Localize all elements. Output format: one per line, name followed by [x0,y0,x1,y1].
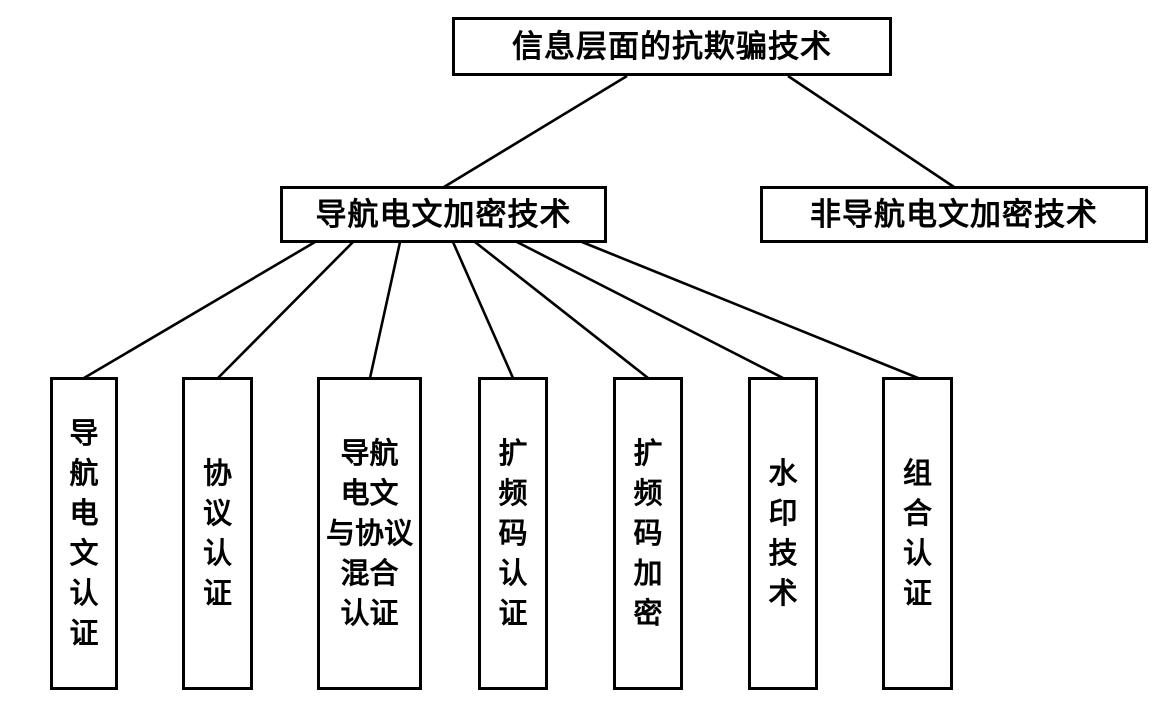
node-label: 组 合 认 证 [902,457,932,610]
node-nav-message-protocol-hybrid-authentication: 导航 电文 与协议 混合 认证 [317,377,422,690]
node-label: 非导航电文加密技术 [810,197,1098,232]
node-label: 扩 频 码 加 密 [633,437,663,630]
node-nav-message-authentication: 导 航 电 文 认 证 [50,377,118,690]
connector-root-to-non-nav-encryption [787,74,955,189]
node-label: 导航电文加密技术 [315,197,572,232]
node-non-nav-message-encryption: 非导航电文加密技术 [760,186,1148,243]
node-nav-message-encryption: 导航电文加密技术 [280,186,607,243]
connector-nav-to-leaf2 [217,241,354,379]
node-label: 水 印 技 术 [768,457,798,610]
connector-nav-to-leaf3 [368,241,402,379]
connector-nav-to-leaf6 [516,240,784,380]
node-label: 信息层面的抗欺骗技术 [512,29,832,64]
node-root-information-level-anti-spoofing: 信息层面的抗欺骗技术 [452,17,892,76]
node-label: 协 议 认 证 [202,457,232,610]
node-label: 导 航 电 文 认 证 [69,417,99,650]
node-label: 导航 电文 与协议 混合 认证 [325,437,413,630]
node-protocol-authentication: 协 议 认 证 [182,377,253,690]
node-spreading-code-encryption: 扩 频 码 加 密 [613,377,683,690]
connector-nav-to-leaf7 [581,240,919,380]
node-watermark-technology: 水 印 技 术 [748,377,818,690]
node-spreading-code-authentication: 扩 频 码 认 证 [478,377,548,690]
node-combined-authentication: 组 合 认 证 [882,377,953,690]
connector-root-to-nav-encryption [443,74,628,189]
connector-nav-to-leaf4 [451,241,515,379]
node-label: 扩 频 码 认 证 [498,437,528,630]
connector-nav-to-leaf1 [83,240,316,380]
connector-nav-to-leaf5 [474,240,649,380]
